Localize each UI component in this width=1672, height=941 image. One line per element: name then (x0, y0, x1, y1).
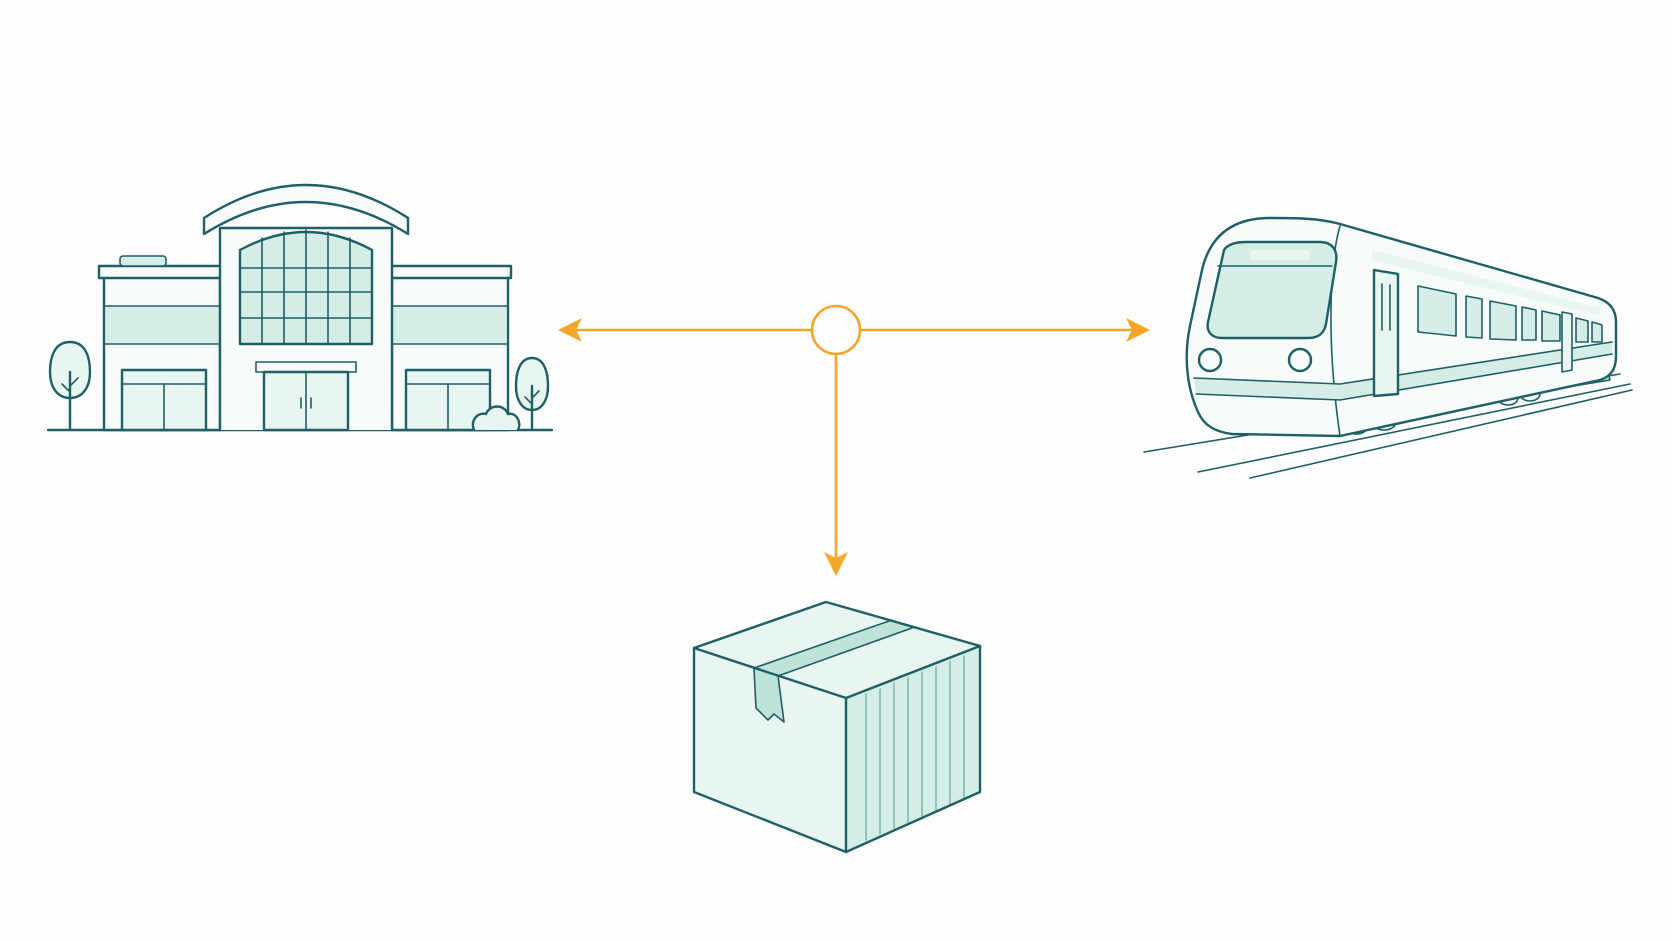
passenger-train-icon (1143, 216, 1633, 479)
cardboard-box-icon (692, 600, 982, 854)
flow-arrows (558, 318, 1150, 576)
arrow-head-right (1126, 318, 1150, 342)
storefront-building-icon (46, 183, 554, 432)
arrow-head-down (824, 552, 848, 576)
arrow-head-left (558, 318, 582, 342)
box-side-stripes (865, 655, 965, 841)
hub-circle-node (810, 304, 862, 356)
